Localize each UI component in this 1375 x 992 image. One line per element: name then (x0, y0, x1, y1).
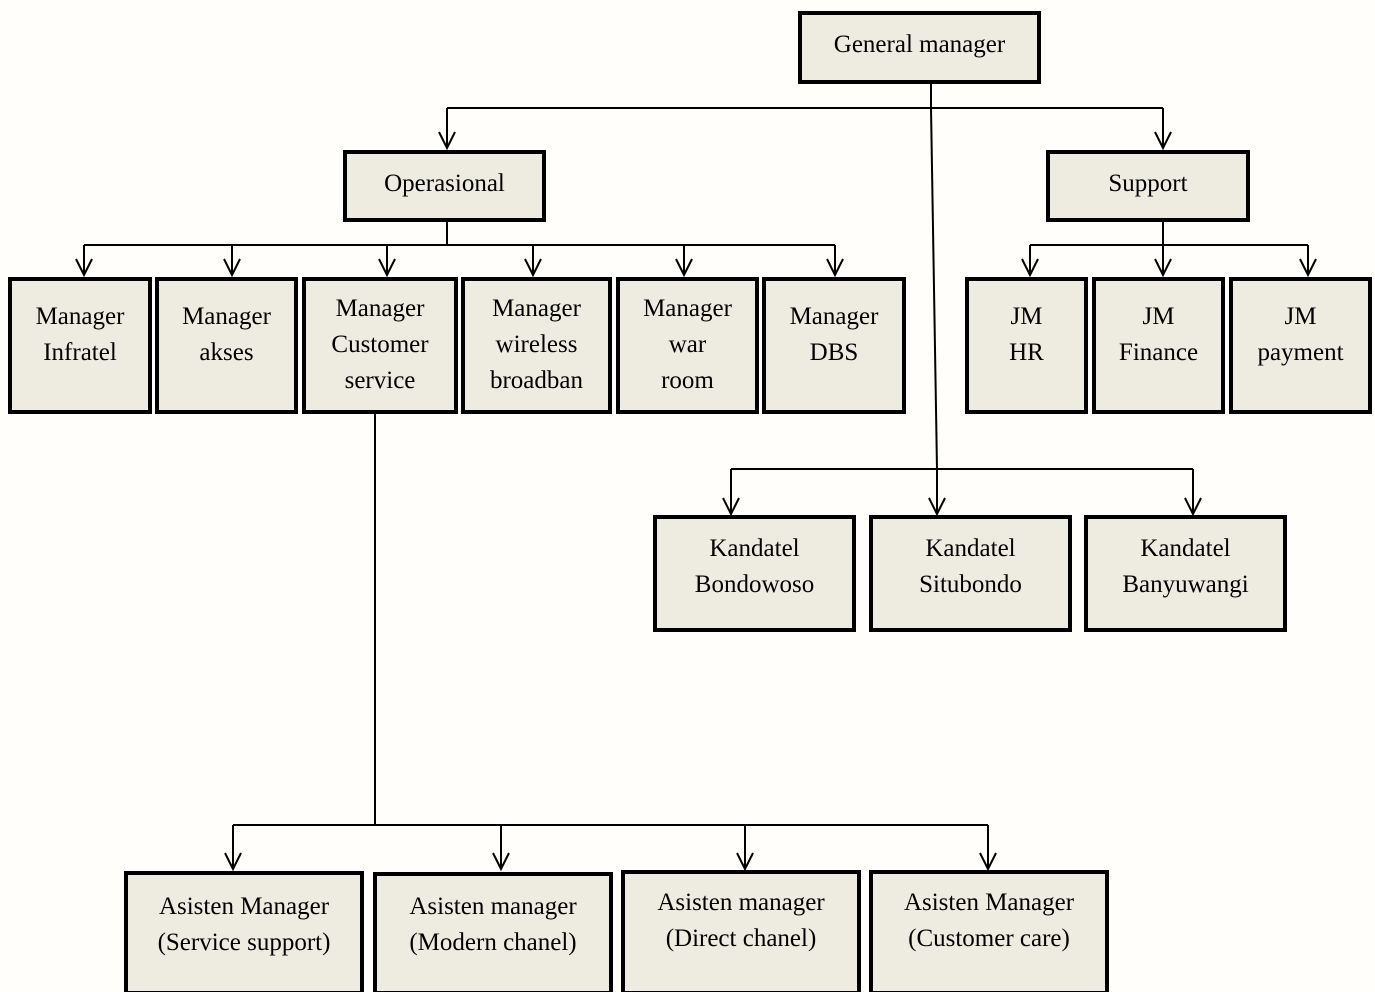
jm-hr-line-2: HR (1009, 339, 1044, 366)
manager-dbs-label: Manager DBS (790, 299, 879, 371)
manager-infratel-label: Manager Infratel (36, 299, 125, 371)
asisten-customer-care-line-2: (Customer care) (908, 925, 1070, 952)
kandatel-bondowoso-line-1: Kandatel (709, 535, 800, 562)
general-manager-line-1: General manager (833, 31, 1006, 58)
kandatel-situbondo-line-2: Situbondo (919, 571, 1022, 598)
arrowhead-8 (928, 497, 946, 517)
manager-war-room-box: Manager war room (616, 277, 759, 414)
arrowhead-27 (826, 258, 844, 278)
arrowhead-35 (1299, 258, 1317, 278)
asisten-customer-care-box: Asisten Manager (Customer care) (869, 870, 1109, 992)
asisten-modern-chanel-line-1: Asisten manager (409, 893, 577, 920)
manager-wireless-broadban-line-1: Manager (492, 295, 581, 322)
asisten-modern-chanel-line-2: (Modern chanel) (409, 929, 577, 956)
asisten-service-support-line-1: Asisten Manager (158, 893, 330, 920)
asisten-modern-chanel-box: Asisten manager (Modern chanel) (373, 872, 613, 992)
arrowhead-17 (75, 258, 93, 278)
asisten-service-support-box: Asisten Manager (Service support) (124, 871, 364, 992)
arrowhead-5 (1154, 131, 1172, 151)
manager-war-room-label: Manager war room (643, 291, 732, 399)
kandatel-banyuwangi-line-1: Kandatel (1140, 535, 1231, 562)
manager-customer-service-line-1: Manager (335, 295, 425, 322)
manager-wireless-broadban-line-3: broadban (489, 367, 584, 394)
jm-payment-line-2: payment (1257, 339, 1344, 366)
arrowhead-3 (438, 131, 456, 151)
operasional-line-1: Operasional (384, 170, 505, 197)
jm-finance-line-2: Finance (1118, 339, 1199, 366)
general-manager-label: General manager (834, 27, 1005, 63)
arrowhead-21 (378, 258, 396, 278)
jm-payment-label: JM payment (1257, 299, 1343, 371)
manager-war-room-line-3: room (661, 367, 714, 394)
manager-customer-service-line-2: Customer (331, 331, 429, 358)
arrowhead-13 (1184, 497, 1202, 517)
asisten-modern-chanel-label: Asisten manager (Modern chanel) (409, 889, 576, 961)
arrowhead-39 (224, 852, 242, 872)
arrowhead-31 (1021, 258, 1039, 278)
kandatel-bondowoso-label: Kandatel Bondowoso (695, 531, 814, 603)
jm-hr-label: JM HR (1009, 299, 1044, 371)
asisten-direct-chanel-box: Asisten manager (Direct chanel) (621, 870, 861, 992)
manager-akses-label: Manager akses (182, 299, 271, 371)
general-manager-box: General manager (798, 11, 1041, 84)
kandatel-situbondo-box: Kandatel Situbondo (869, 515, 1072, 632)
jm-finance-line-1: JM (1142, 303, 1175, 330)
jm-finance-box: JM Finance (1092, 277, 1225, 414)
manager-akses-line-2: akses (199, 339, 254, 366)
manager-dbs-line-2: DBS (809, 339, 859, 366)
kandatel-bondowoso-line-2: Bondowoso (694, 571, 815, 598)
manager-customer-service-box: Manager Customer service (302, 277, 458, 414)
jm-payment-line-1: JM (1284, 303, 1317, 330)
connector-line-6 (930, 107, 938, 470)
kandatel-banyuwangi-line-2: Banyuwangi (1122, 571, 1249, 598)
manager-wireless-broadban-box: Manager wireless broadban (461, 277, 612, 414)
jm-payment-box: JM payment (1229, 277, 1372, 414)
support-line-1: Support (1108, 170, 1188, 197)
arrowhead-23 (524, 258, 542, 278)
asisten-service-support-line-2: (Service support) (157, 929, 331, 956)
manager-customer-service-line-3: service (344, 367, 416, 394)
arrowhead-45 (979, 852, 997, 872)
manager-infratel-box: Manager Infratel (8, 277, 152, 414)
manager-akses-line-1: Manager (182, 303, 271, 330)
kandatel-situbondo-line-1: Kandatel (925, 535, 1016, 562)
support-label: Support (1108, 166, 1187, 202)
arrowhead-41 (492, 852, 510, 872)
manager-customer-service-label: Manager Customer service (331, 291, 428, 399)
operasional-label: Operasional (384, 166, 505, 202)
kandatel-banyuwangi-label: Kandatel Banyuwangi (1122, 531, 1248, 603)
arrowhead-43 (736, 852, 754, 872)
manager-war-room-line-2: war (668, 331, 707, 358)
operasional-box: Operasional (343, 150, 546, 222)
asisten-customer-care-line-1: Asisten Manager (903, 889, 1075, 916)
manager-dbs-box: Manager DBS (762, 277, 906, 414)
asisten-direct-chanel-label: Asisten manager (Direct chanel) (657, 885, 824, 957)
manager-dbs-line-1: Manager (789, 303, 879, 330)
jm-hr-line-1: JM (1010, 303, 1043, 330)
arrowhead-11 (722, 497, 740, 517)
manager-wireless-broadban-line-2: wireless (495, 331, 578, 358)
manager-infratel-line-2: Infratel (43, 339, 117, 366)
asisten-direct-chanel-line-1: Asisten manager (657, 889, 825, 916)
kandatel-situbondo-label: Kandatel Situbondo (919, 531, 1022, 603)
arrowhead-19 (223, 258, 241, 278)
asisten-customer-care-label: Asisten Manager (Customer care) (904, 885, 1074, 957)
support-box: Support (1046, 150, 1250, 222)
manager-infratel-line-1: Manager (35, 303, 125, 330)
arrowhead-25 (675, 258, 693, 278)
manager-akses-box: Manager akses (155, 277, 298, 414)
manager-wireless-broadban-label: Manager wireless broadban (490, 291, 583, 399)
kandatel-banyuwangi-box: Kandatel Banyuwangi (1084, 515, 1287, 632)
kandatel-bondowoso-box: Kandatel Bondowoso (653, 515, 856, 632)
jm-finance-label: JM Finance (1119, 299, 1198, 371)
arrowhead-33 (1154, 258, 1172, 278)
asisten-direct-chanel-line-2: (Direct chanel) (665, 925, 817, 952)
jm-hr-box: JM HR (965, 277, 1088, 414)
manager-war-room-line-1: Manager (643, 295, 732, 322)
asisten-service-support-label: Asisten Manager (Service support) (158, 889, 331, 961)
